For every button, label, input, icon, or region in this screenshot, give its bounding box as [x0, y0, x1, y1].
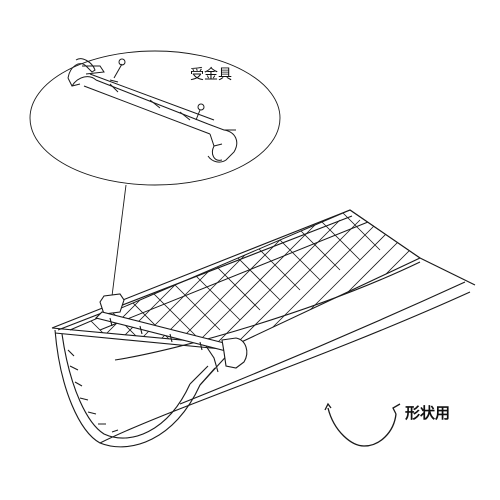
gutter-end-profile — [54, 329, 216, 448]
mesh-border — [69, 209, 421, 331]
detail-callout — [29, 50, 281, 297]
callout-ellipse — [29, 50, 281, 186]
bracket-detail-drawing — [67, 58, 238, 163]
bracket-label: 受金具 — [190, 67, 232, 83]
profile-shape-icon — [324, 402, 401, 447]
gutter-outer-bottom — [99, 291, 471, 444]
installed-bracket — [94, 293, 248, 373]
callout-leader-line — [111, 184, 127, 297]
shape-label: 形状用 — [405, 404, 451, 422]
gutter-back-edge — [51, 209, 351, 329]
